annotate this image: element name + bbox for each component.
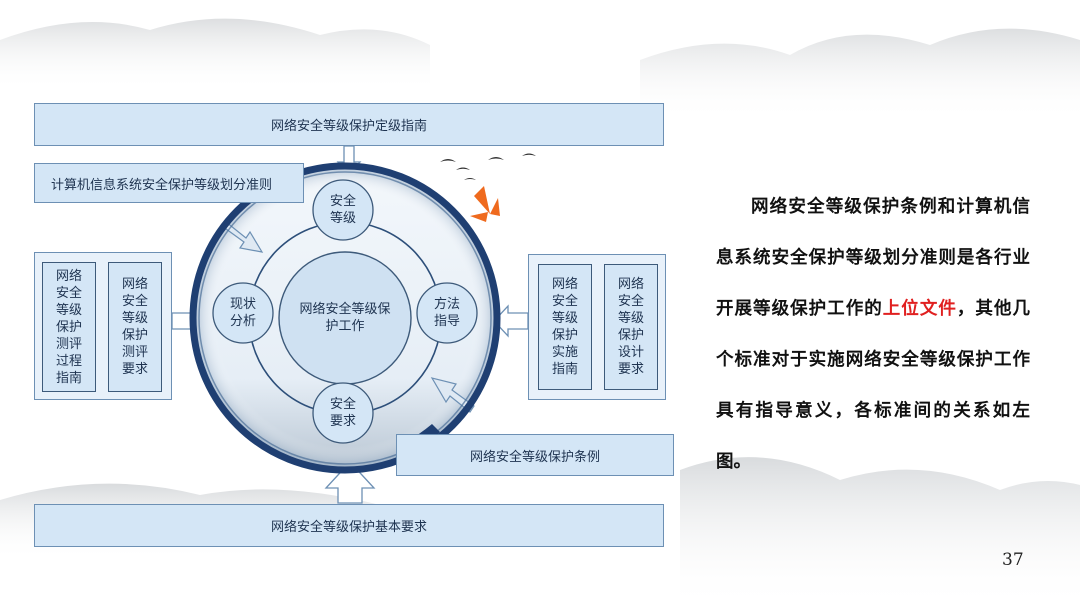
circle-top-label: 安全 等级 <box>329 194 356 226</box>
circle-right <box>416 282 478 344</box>
description-text-after: ，其他几个标准对于实施网络安全等级保护工作具有指导意义，各标准间的关系如左图。 <box>716 299 1030 472</box>
circle-bottom <box>312 382 374 444</box>
description-paragraph: 网络安全等级保护条例和计算机信息系统安全保护等级划分准则是各行业开展等级保护工作… <box>716 182 1030 488</box>
circle-top <box>312 179 374 241</box>
description-highlight: 上位文件 <box>882 299 957 319</box>
core-label: 网络安全等级保 护工作 <box>299 302 391 334</box>
lens-rim-outer <box>189 162 501 474</box>
arrow-bottom-up <box>324 461 376 504</box>
right-panel-item-design-requirements: 网络 安全 等级 保护 设计 要求 <box>604 264 658 390</box>
regulation-box: 网络安全等级保护条例 <box>396 434 674 476</box>
left-panel-item-evaluation-requirements: 网络 安全 等级 保护 测评 要求 <box>108 262 162 392</box>
bottom-box-basic-requirements: 网络安全等级保护基本要求 <box>34 504 664 547</box>
birds-decoration <box>440 153 536 180</box>
circle-bottom-label: 安全 要求 <box>329 397 356 429</box>
orange-accent <box>470 186 500 222</box>
arrow-right-panel <box>493 304 529 338</box>
description-text-before: 网络安全等级保护条例和计算机信息系统安全保护等级划分准则是各行业开展等级保护工作… <box>716 197 1030 319</box>
circle-left <box>212 282 274 344</box>
right-panel-item-implementation-guide: 网络 安全 等级 保护 实施 指南 <box>538 264 592 390</box>
circle-right-label: 方法 指导 <box>433 297 460 329</box>
second-box-classification-criteria: 计算机信息系统安全保护等级划分准则 <box>34 163 304 203</box>
page-number: 37 <box>1002 550 1024 570</box>
circle-left-label: 现状 分析 <box>229 297 256 329</box>
left-panel-item-process-guide: 网络 安全 等级 保护 测评 过程 指南 <box>42 262 96 392</box>
top-box-grading-guide: 网络安全等级保护定级指南 <box>34 103 664 146</box>
